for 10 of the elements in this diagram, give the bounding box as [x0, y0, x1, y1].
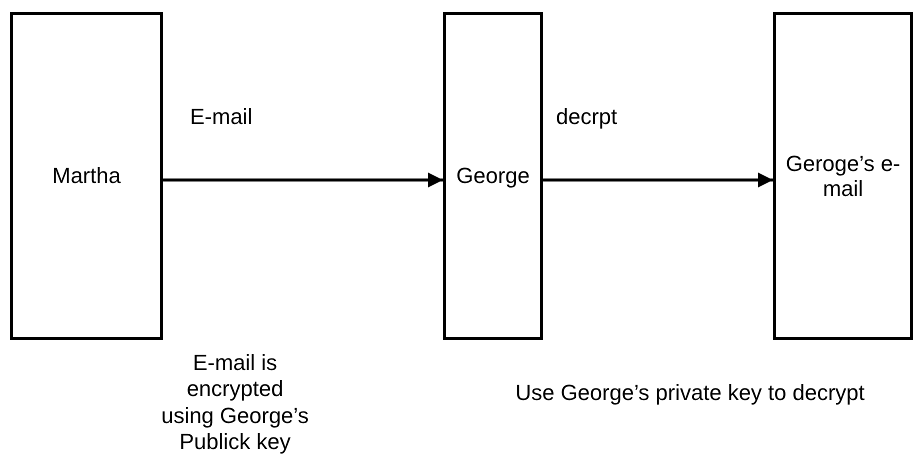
arrow — [543, 172, 773, 188]
person-box — [10, 12, 163, 340]
note-text: Use George’s private key to decrypt — [514, 380, 866, 406]
note-text: E-mail is encrypted using George’s Publick key — [160, 350, 310, 456]
node-label: Geroge’s e-mail — [784, 150, 902, 202]
person-box — [443, 12, 543, 340]
node-label: George — [456, 163, 530, 189]
node-label: Martha — [52, 163, 121, 189]
person-box — [773, 12, 913, 340]
arrow — [163, 172, 443, 188]
